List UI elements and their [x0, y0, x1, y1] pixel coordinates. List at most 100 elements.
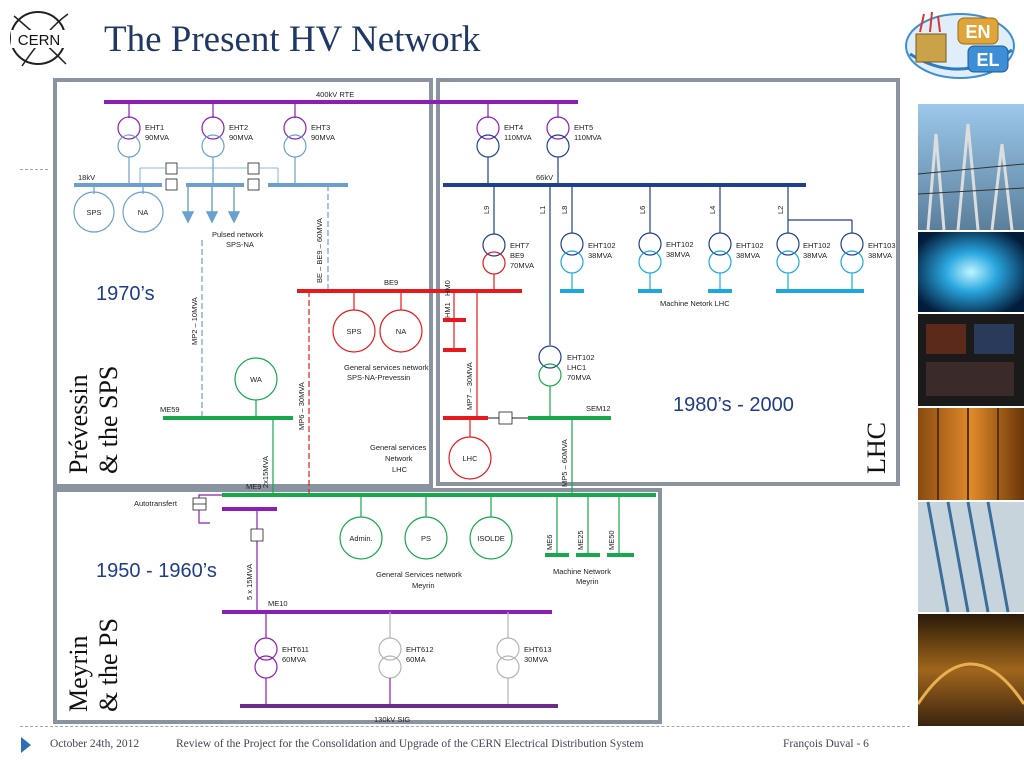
wa-label: WA	[250, 375, 262, 384]
photo-strip	[918, 104, 1024, 726]
era-1970: 1970’s	[96, 283, 155, 305]
feeder-mp7-label: MP7 – 30MVA	[465, 362, 474, 410]
region-meyrin-line1: Meyrin	[64, 635, 93, 712]
photo-control-panel	[918, 314, 1024, 406]
bus-couplers-18kv	[139, 162, 279, 191]
pulsed-network-label: Pulsed network	[212, 230, 264, 239]
line-l4-label: L4	[708, 206, 717, 214]
me6-label: ME6	[545, 535, 554, 550]
load-admin: Admin.	[339, 495, 383, 560]
machine-network-meyrin-label: Machine Network	[553, 567, 611, 576]
eht7-name: EHT7	[510, 241, 529, 250]
machine-network-meyrin-buses	[545, 495, 634, 557]
region-meyrin-line2: & the PS	[94, 618, 123, 712]
gs-lhc-label: General services	[370, 443, 427, 452]
top-divider	[20, 169, 48, 170]
eht102-l8-name: EHT102	[588, 241, 616, 250]
eht102-lhc1-name: EHT102	[567, 353, 595, 362]
transformer-eht613: EHT613 30MVA	[496, 612, 552, 706]
bus-400kv-label: 400kV RTE	[316, 90, 354, 99]
eht2-name: EHT2	[229, 123, 248, 132]
transformer-eht102-l8: EHT102 38MVA	[560, 232, 616, 293]
pulsed-network-feeders	[181, 185, 241, 224]
photo-switchgear	[918, 408, 1024, 500]
load-na-be9: NA	[379, 291, 423, 353]
sps-be9-label: SPS	[346, 327, 361, 336]
transformer-eht2: EHT2 90MVA	[201, 102, 253, 185]
bus-66kv-label: 66kV	[536, 173, 553, 182]
footer-review: Review of the Project for the Consolidat…	[176, 738, 644, 750]
eht1-rating: 90MVA	[145, 133, 169, 142]
lhc-frame	[436, 78, 900, 486]
bus-me10-label: ME10	[268, 599, 288, 608]
feeder-be-be9-label: BE – BE9 – 60MVA	[315, 218, 324, 283]
feeder-mp6-label: MP6 – 30MVA	[297, 382, 306, 430]
photo-fiber	[918, 232, 1024, 312]
era-1980-2000: 1980’s - 2000	[673, 394, 794, 416]
footer-divider	[20, 726, 910, 727]
transformer-eht102-lhc1: EHT102 LHC1 70MVA	[538, 345, 595, 418]
photo-substation	[918, 104, 1024, 231]
eht4-rating: 110MVA	[504, 133, 532, 142]
gs-meyrin-label: General Services network	[376, 570, 462, 579]
feeder-5x15-label: 5 x 15MVA	[245, 564, 254, 600]
bus-be9-label: BE9	[384, 278, 398, 287]
eht613-name: EHT613	[524, 645, 552, 654]
transformer-eht612: EHT612 60MA	[378, 612, 434, 706]
eht102-l6-rating: 38MVA	[666, 250, 690, 259]
eht103-name: EHT103	[868, 241, 896, 250]
feeder-2x15-label: 2x15MVA	[261, 456, 270, 488]
lhc-load-label: LHC	[462, 454, 478, 463]
load-sps-be9: SPS	[332, 291, 376, 353]
me25-label: ME25	[576, 530, 585, 550]
eht3-name: EHT3	[311, 123, 330, 132]
load-ps: PS	[404, 495, 448, 560]
line-l6-label: L6	[638, 206, 647, 214]
play-triangle-icon	[21, 737, 31, 753]
gs-meyrin-sub: Meyrin	[412, 581, 435, 590]
isolde-label: ISOLDE	[477, 534, 505, 543]
line-l9-label: L9	[482, 206, 491, 214]
region-prevessin: Prévessin & the SPS	[64, 366, 124, 474]
transformer-eht5: EHT5 110MVA	[546, 102, 602, 185]
line-l8-label: L8	[560, 206, 569, 214]
transformer-eht102-l6: EHT102 38MVA	[638, 232, 694, 293]
eht102-l4-name: EHT102	[736, 241, 764, 250]
photo-tunnel	[918, 614, 1024, 726]
coupler-sem12	[498, 411, 513, 425]
lhc-feeders	[493, 185, 853, 345]
footer: October 24th, 2012 Review of the Project…	[0, 728, 1024, 768]
eht102-lhc1-rating: 70MVA	[567, 373, 591, 382]
gs-lhc-sub: LHC	[392, 465, 408, 474]
eht7-bus: BE9	[510, 251, 524, 260]
load-isolde: ISOLDE	[469, 495, 513, 560]
machine-network-lhc-label: Machine Netork LHC	[660, 299, 730, 308]
bus-me59-label: ME59	[160, 405, 180, 414]
gs-lhc-network: Network	[385, 454, 413, 463]
region-meyrin: Meyrin & the PS	[64, 618, 124, 712]
eht102-l2-name: EHT102	[803, 241, 831, 250]
load-sps: SPS	[73, 185, 115, 233]
region-prevessin-line1: Prévessin	[64, 374, 93, 474]
transformer-eht7: EHT7 BE9 70MVA	[482, 233, 534, 291]
photo-cable-rack	[918, 501, 1024, 613]
bus-130kv-label: 130kV SIG	[374, 715, 410, 724]
meyrin-frame	[53, 488, 662, 724]
eht102-l2-rating: 38MVA	[803, 251, 827, 260]
eht5-rating: 110MVA	[574, 133, 602, 142]
coupler-me9	[250, 528, 264, 542]
line-l2-label: L2	[776, 206, 785, 214]
line-l1-label: L1	[538, 206, 547, 214]
gs-sps-na-sub: SPS-NA-Prevessin	[347, 373, 410, 382]
eht5-name: EHT5	[574, 123, 593, 132]
prevessin-frame	[53, 78, 433, 488]
bus-hm: HM1 HM0	[443, 280, 466, 352]
transformer-eht611: EHT611 60MVA	[254, 612, 309, 706]
gs-sps-na-label: General services network	[344, 363, 429, 372]
logo-en-text: EN	[965, 22, 990, 42]
region-prevessin-line2: & the SPS	[94, 365, 123, 474]
region-lhc: LHC	[862, 422, 891, 474]
eht102-lhc1-bus: LHC1	[567, 363, 586, 372]
slide-title: The Present HV Network	[104, 19, 481, 60]
